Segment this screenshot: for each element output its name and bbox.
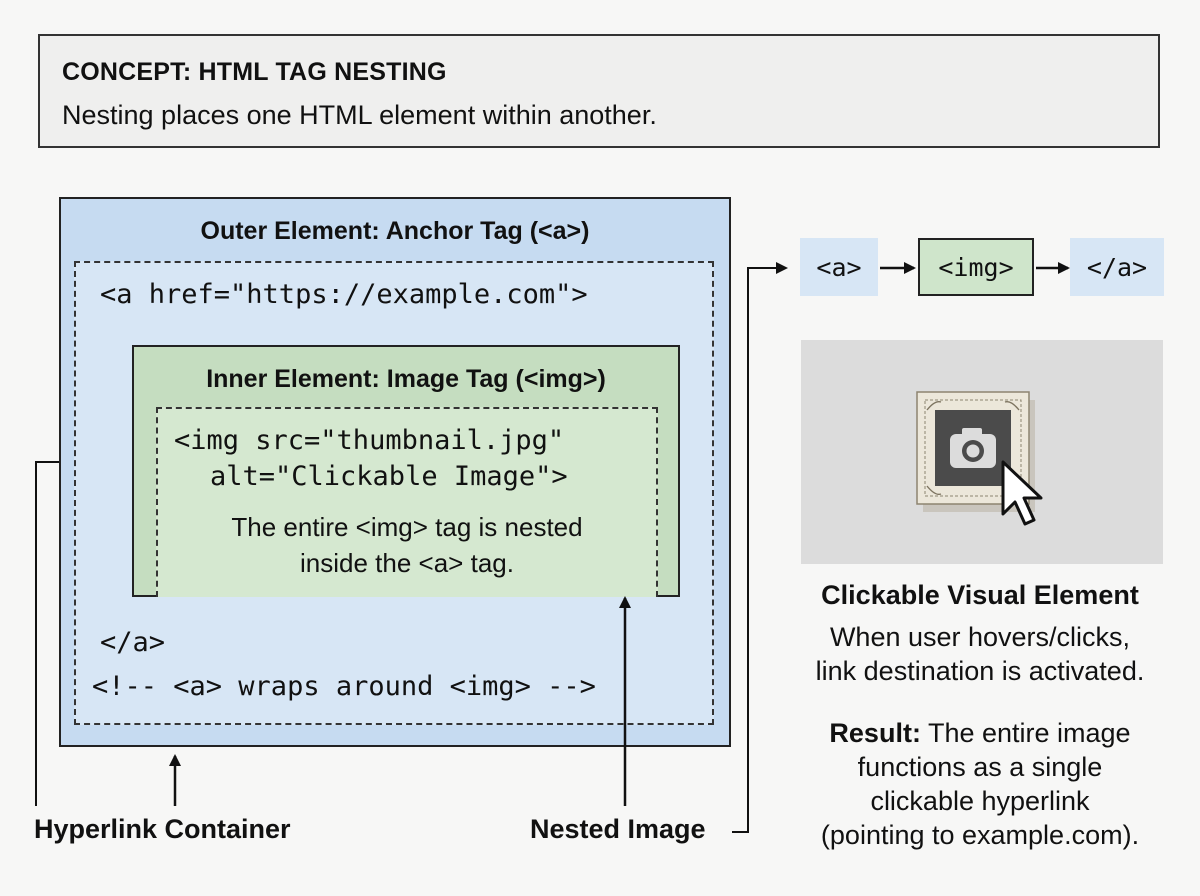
inner-img-box: Inner Element: Image Tag (<img>) <img sr… [132,345,680,597]
flow-anchor-close: </a> [1070,238,1164,296]
img-code-line-2: alt="Clickable Image"> [210,461,568,492]
thumbnail-graphic [916,391,1043,526]
concept-description: Nesting places one HTML element within a… [62,100,657,130]
result-label: Result: [829,718,921,748]
outer-anchor-box: Outer Element: Anchor Tag (<a>) <a href=… [59,197,731,747]
inner-code-region: <img src="thumbnail.jpg" alt="Clickable … [156,407,658,597]
anchor-open-code: <a href="https://example.com"> [100,279,588,310]
result-text-line-4: (pointing to example.com). [820,820,1140,850]
flow-img-tag: <img> [918,238,1034,296]
camera-icon [950,428,996,468]
result-text-line-3: clickable hyperlink [870,786,1090,816]
outer-code-region: <a href="https://example.com"> Inner Ele… [74,261,714,725]
img-code-line-1: <img src="thumbnail.jpg" [174,425,565,456]
anchor-close-code: </a> [100,627,166,658]
html-comment-code: <!-- <a> wraps around <img> --> [92,671,596,702]
result-summary: Result: The entire image functions as a … [780,716,1180,852]
concept-title: CONCEPT: HTML TAG NESTING [62,58,447,86]
clickable-thumbnail[interactable] [913,388,1063,543]
clickable-preview-panel [801,340,1163,564]
concept-box: CONCEPT: HTML TAG NESTING Nesting places… [38,34,1160,148]
nested-to-flow-connector [732,262,788,833]
clickable-element-description: When user hovers/clicks, link destinatio… [780,620,1180,688]
nesting-note-line-1: The entire <img> tag is nested [231,512,583,542]
container-bracket-line [35,461,59,806]
nested-image-label: Nested Image [530,814,706,844]
result-text-line-2: functions as a single [857,752,1103,782]
inner-element-title: Inner Element: Image Tag (<img>) [206,365,606,393]
clickable-desc-line-2: link destination is activated. [815,656,1145,686]
result-text-line-1: The entire image [920,718,1131,748]
outer-element-title: Outer Element: Anchor Tag (<a>) [200,217,590,245]
clickable-desc-line-1: When user hovers/clicks, [829,622,1131,652]
nesting-note-line-2: inside the <a> tag. [300,548,514,578]
flow-anchor-open: <a> [800,238,878,296]
hyperlink-container-label: Hyperlink Container [34,814,291,844]
clickable-element-title: Clickable Visual Element [821,580,1139,610]
pointer-cursor-icon [1001,460,1043,526]
nesting-note: The entire <img> tag is nested inside th… [158,509,656,581]
